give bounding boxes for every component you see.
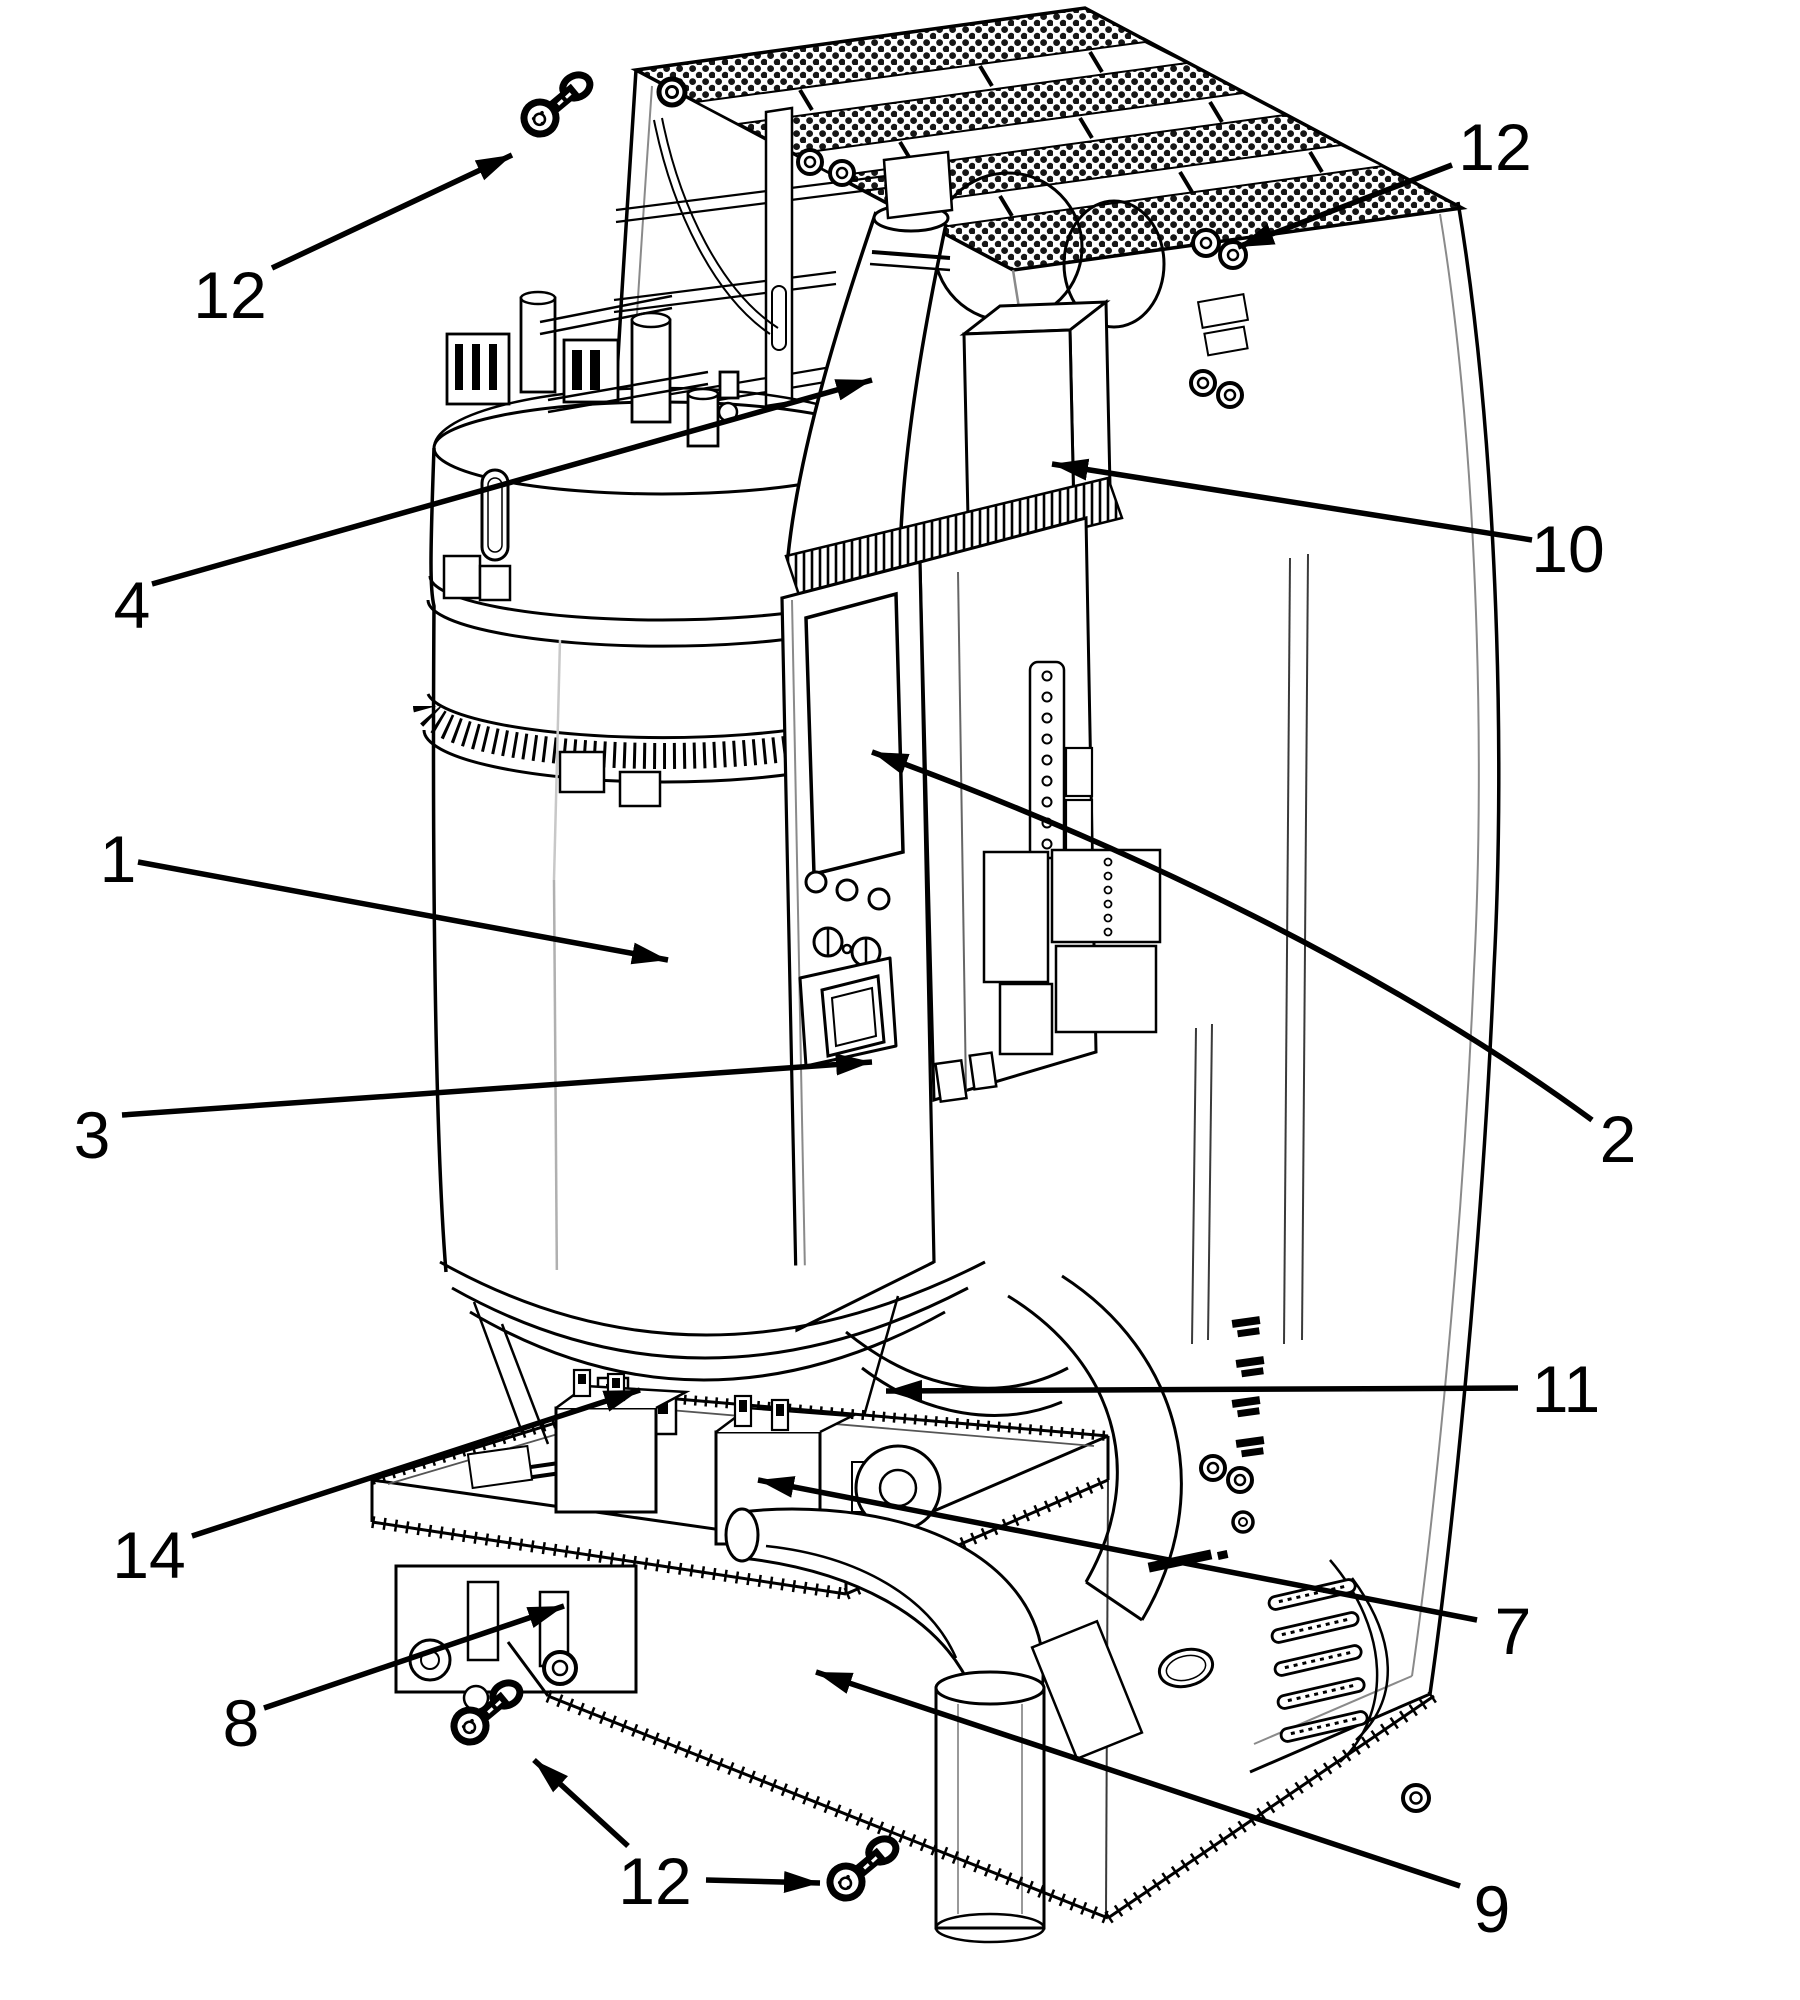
- callout-label: 14: [112, 1518, 185, 1592]
- lower-bracket: [394, 1564, 638, 1712]
- steam-hose: [786, 150, 954, 576]
- cabinet-bottom: [506, 1641, 1438, 1925]
- leader-line: [705, 1871, 821, 1894]
- terminal-strip: [1028, 660, 1094, 860]
- callouts: 12 12 4 10 1 2 3 11: [74, 110, 1637, 1946]
- corner-screw-boss: [656, 76, 688, 108]
- callout-9: 9: [815, 1669, 1511, 1946]
- module-grille: [784, 476, 1124, 600]
- vertical-bracket: [764, 106, 794, 408]
- cylinder-top-fittings: [445, 290, 740, 448]
- callout-8: 8: [223, 1603, 565, 1760]
- tray-connector: [466, 1444, 534, 1490]
- leader-line: [137, 859, 669, 965]
- callout-12-bottom: 12: [532, 1757, 821, 1918]
- callout-3: 3: [74, 1053, 873, 1172]
- warning-label-marks: [1147, 1316, 1265, 1573]
- module-buttons: [804, 870, 891, 911]
- callout-7: 7: [757, 1476, 1532, 1668]
- hose-adapter: [882, 150, 954, 220]
- display-panel: [804, 591, 905, 877]
- callout-1: 1: [100, 822, 669, 965]
- screw-icon: [515, 71, 601, 139]
- leader-line: [270, 152, 514, 271]
- leader-line: [191, 1387, 641, 1539]
- drain-elbow: [724, 1507, 1045, 1692]
- leader-line: [757, 1476, 1478, 1623]
- callout-12-top-left: 12: [193, 152, 514, 332]
- callout-label: 4: [114, 568, 151, 642]
- leader-line: [885, 1379, 1519, 1402]
- relay-blocks: [934, 848, 1162, 1104]
- callout-label: 11: [1532, 1352, 1601, 1426]
- leader-line: [151, 377, 873, 587]
- leader-line: [1237, 162, 1453, 250]
- callout-label: 3: [74, 1098, 111, 1172]
- leader-line: [532, 1757, 630, 1849]
- callout-label: 12: [1458, 110, 1531, 184]
- louver-vents: [1157, 1578, 1369, 1743]
- callout-4: 4: [114, 377, 873, 642]
- callout-label: 2: [1600, 1102, 1637, 1176]
- callout-label: 1: [100, 822, 137, 896]
- callout-14: 14: [112, 1387, 641, 1592]
- cover-fold-lines: [1105, 553, 1309, 1913]
- leader-line: [263, 1603, 565, 1711]
- curved-hose: [845, 1274, 1183, 1622]
- callout-label: 9: [1474, 1872, 1511, 1946]
- leader-line: [1051, 458, 1533, 543]
- callout-2: 2: [871, 749, 1637, 1176]
- screw-icon: [821, 1835, 907, 1903]
- module-knobs: [812, 926, 882, 968]
- back-wall-brackets: [1196, 293, 1250, 357]
- leader-line: [121, 1053, 873, 1118]
- leader-line: [871, 749, 1594, 1123]
- callout-label: 10: [1531, 512, 1604, 586]
- callout-11: 11: [885, 1352, 1601, 1426]
- relay-pins: [1103, 857, 1113, 937]
- callout-label: 12: [618, 1844, 691, 1918]
- grille-bridges: [798, 50, 1324, 218]
- cable: [653, 117, 779, 335]
- callout-label: 12: [193, 258, 266, 332]
- back-wall-hole-oval: [1062, 199, 1166, 329]
- cabinet-shell: [606, 6, 1501, 1913]
- callout-12-top-right: 12: [1237, 110, 1532, 250]
- leader-line: [815, 1669, 1461, 1889]
- callout-label: 7: [1495, 1594, 1532, 1668]
- lower-bosses: [1199, 1454, 1255, 1534]
- power-switch: [798, 956, 898, 1068]
- callout-label: 8: [223, 1686, 260, 1760]
- callout-10: 10: [1051, 458, 1605, 586]
